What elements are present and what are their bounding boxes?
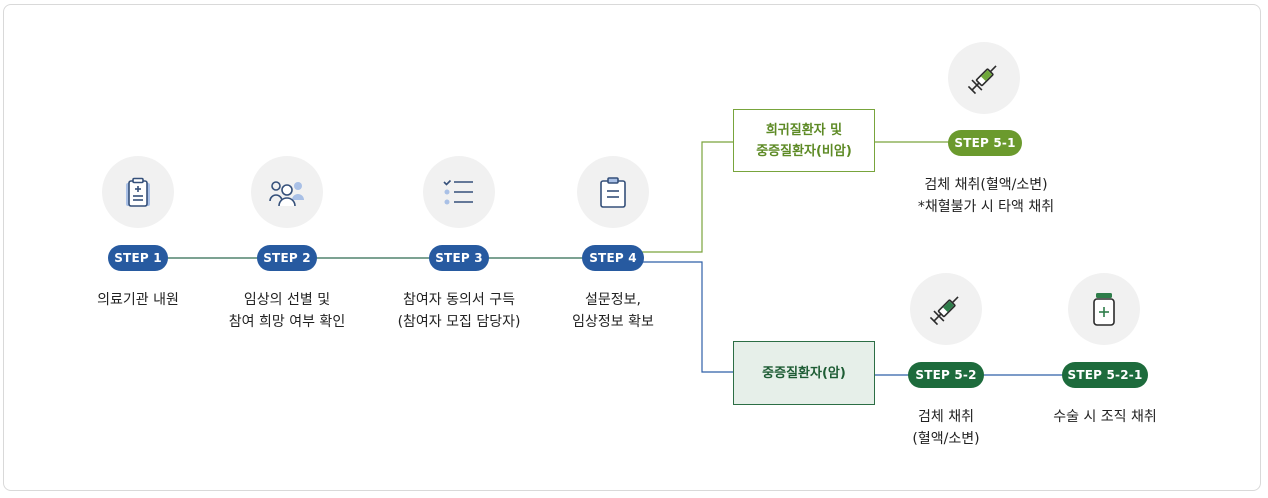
step5-1-pill: STEP 5-1 [948,130,1022,156]
syringe-icon [929,296,959,326]
step4-description: 설문정보, 임상정보 확보 [572,289,654,333]
step2-text-line1: 임상의 선별 및 [243,292,331,308]
cancer-box: 중증질환자(암) [733,341,875,405]
step5-2-1-text-line1: 수술 시 조직 채취 [1053,409,1157,425]
step3-text-line2: (참여자 모집 담당자) [397,314,521,330]
step5-2-text-line2: (혈액/소변) [912,431,980,447]
cancer-box-line1: 중증질환자(암) [762,365,846,381]
rare-box-line1: 희귀질환자 및 [765,122,843,138]
step5-2-1-pill: STEP 5-2-1 [1062,362,1148,388]
syringe-icon [967,65,997,95]
step3-description: 참여자 동의서 구득 (참여자 모집 담당자) [398,289,521,333]
step5-2-icon-circle [910,273,982,345]
step3-icon-circle [423,156,495,228]
people-group-icon [269,181,304,207]
step4-icon-circle [577,156,649,228]
step2-text-line2: 참여 희망 여부 확인 [228,314,346,330]
step2-icon-circle [251,156,323,228]
cancer-branch-line [640,261,734,373]
rare-branch-line [640,141,734,253]
rare-box-line2: 중증질환자(비암) [756,143,852,159]
step5-2-1-description: 수술 시 조직 채취 [1053,406,1157,428]
step4-pill: STEP 4 [582,245,644,271]
rare-disease-box: 희귀질환자 및 중증질환자(비암) [733,109,875,172]
step1-description: 의료기관 내원 [97,289,179,311]
clipboard-medical-icon [126,177,150,207]
step2-description: 임상의 선별 및 참여 희망 여부 확인 [229,289,345,333]
step5-1-text-line1: 검체 채취(혈액/소변) [924,177,1048,193]
step1-icon-circle [102,156,174,228]
step4-text-line1: 설문정보, [585,292,641,308]
step3-pill: STEP 3 [429,245,489,271]
step5-2-text-line1: 검체 채취 [918,409,974,425]
checklist-icon [443,179,473,205]
step2-pill: STEP 2 [257,245,317,271]
step4-text-line2: 임상정보 확보 [572,314,654,330]
step3-text-line1: 참여자 동의서 구득 [403,292,515,308]
step5-1-icon-circle [948,42,1020,114]
step5-2-1-icon-circle [1068,273,1140,345]
step5-1-description: 검체 채취(혈액/소변) *채혈불가 시 타액 채취 [918,174,1054,218]
step1-text-line1: 의료기관 내원 [97,292,179,308]
step5-1-text-line2: *채혈불가 시 타액 채취 [917,199,1055,215]
step5-2-description: 검체 채취 (혈액/소변) [912,406,979,450]
step1-pill: STEP 1 [108,245,168,271]
specimen-jar-icon [1093,293,1115,326]
step5-2-pill: STEP 5-2 [908,362,984,388]
clipboard-icon [600,177,626,208]
